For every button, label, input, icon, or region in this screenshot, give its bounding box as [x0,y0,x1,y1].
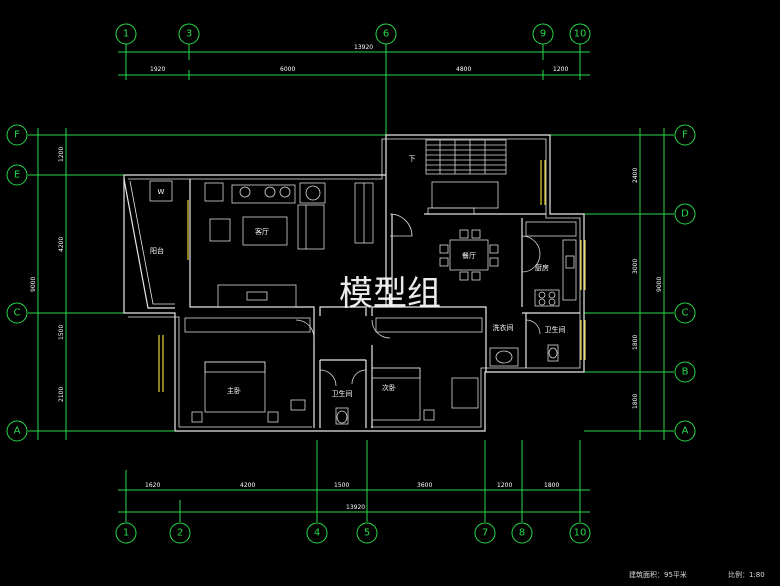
axis-bubbles-top: 1 3 6 9 10 [115,23,591,45]
kitchen-furniture [525,221,577,307]
room-label-balcony: 阳台 [150,246,164,255]
dim-left: 4200 [58,237,65,252]
living-furniture [204,182,374,308]
stair-down-label: 下 [409,155,416,163]
axis-label: 2 [177,528,183,539]
axis-label: 9 [540,29,546,40]
axis-label: 1 [123,528,129,539]
laundry-bath-furniture [489,344,559,367]
dim-bottom: 1620 [145,482,160,489]
dim-bottom: 1200 [497,482,512,489]
axis-label: E [14,170,20,181]
balcony-furniture: W [149,180,173,202]
footer-scale: 比例：1:80 [728,570,765,579]
dim-right: 1800 [632,394,639,409]
axis-label: 4 [314,528,320,539]
dim-bottom-total: 13920 [346,504,365,511]
axis-label: B [682,367,689,378]
dim-bottom: 1500 [334,482,349,489]
room-label-bath-mid: 卫生间 [332,389,353,398]
dim-top-total: 13920 [354,44,373,51]
room-label-kitchen: 厨房 [535,263,549,272]
axis-bubbles-left: F E C A [6,124,28,442]
axis-label: 10 [574,29,587,40]
axis-grid-lines [28,44,674,522]
windows [158,160,586,392]
stairs: 下 [409,139,507,215]
room-label-dining: 餐厅 [462,251,476,260]
dim-left: 1200 [58,147,65,162]
dimension-lines [37,51,665,513]
room-label-master: 主卧 [227,386,241,395]
dim-top: 1920 [150,66,165,73]
dim-bottom: 3600 [417,482,432,489]
door-swings [295,213,541,387]
dim-top: 6000 [280,66,295,73]
dim-right: 3000 [632,259,639,274]
axis-label: 1 [123,29,129,40]
room-label-living: 客厅 [255,227,269,236]
room-label-bath-right: 卫生间 [545,325,566,334]
washer-label: W [158,188,165,196]
dining-furniture [439,229,499,281]
axis-label: 3 [186,29,192,40]
axis-label: F [14,130,20,141]
dim-top: 1200 [553,66,568,73]
axis-label: D [681,209,689,220]
dimension-texts: 13920 1920 6000 4800 1200 1620 4200 1500… [30,44,663,511]
watermark: 模型组 [339,274,441,314]
axis-label: A [682,426,689,437]
dim-left: 2100 [58,387,65,402]
room-labels: 阳台 客厅 餐厅 厨房 洗衣间 卫生间 主卧 卫生间 次卧 [150,227,566,398]
axis-label: A [14,426,21,437]
dim-bottom: 1800 [544,482,559,489]
axis-label: F [682,130,688,141]
dim-right-total: 9000 [656,277,663,292]
dim-left-total: 9000 [30,277,37,292]
bedroom-furniture [184,317,483,425]
axis-bubbles-right: F D C B A [674,124,696,442]
axis-label: 10 [574,528,587,539]
dim-bottom: 4200 [240,482,255,489]
dim-top: 4800 [456,66,471,73]
dim-right: 1800 [632,335,639,350]
axis-label: C [14,308,21,319]
dim-left: 1500 [58,325,65,340]
axis-label: 8 [519,528,525,539]
axis-label: 7 [482,528,488,539]
footer-area: 建筑面积：95平米 [629,570,687,579]
axis-label: 6 [383,29,389,40]
room-label-laundry: 洗衣间 [493,323,514,332]
axis-label: C [682,308,689,319]
room-label-second: 次卧 [382,383,396,392]
axis-label: 5 [364,528,370,539]
walls [123,134,585,432]
axis-bubbles-bottom: 1 2 4 5 7 8 10 [115,522,591,544]
dim-right: 2400 [632,168,639,183]
